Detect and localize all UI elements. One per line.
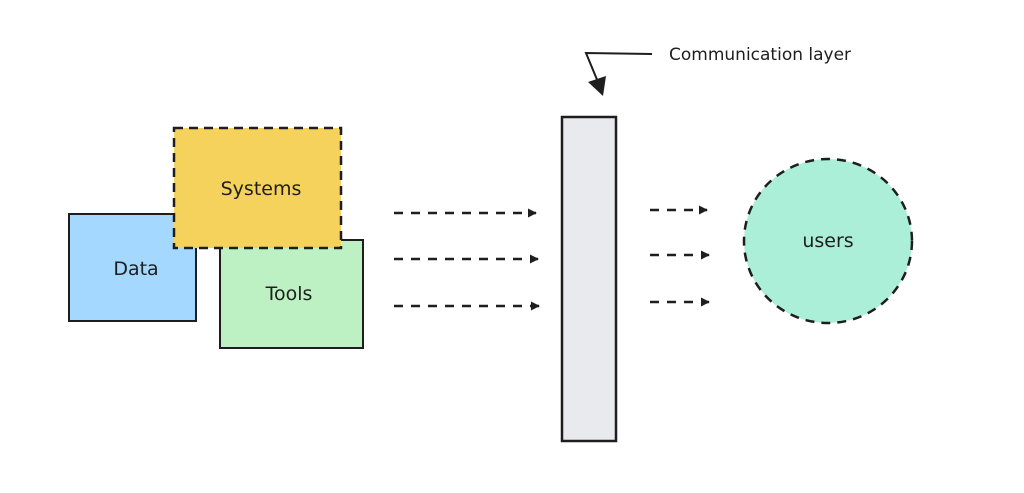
annotation-pointer: Communication layer [584,45,851,96]
tools-box [219,239,364,349]
users-label: users [802,230,853,252]
communication-layer-bar [560,115,618,443]
annotation-arrowhead-icon [588,76,606,96]
tools-node[interactable]: Tools [219,239,364,349]
communication-layer-node[interactable] [560,115,618,443]
data-label: Data [113,258,158,280]
source-arrows [394,208,540,311]
systems-node[interactable]: Systems [172,126,343,250]
tools-label: Tools [265,283,313,305]
systems-box [172,126,343,250]
users-node[interactable]: users [742,157,914,325]
systems-label: Systems [221,178,302,200]
user-arrows [650,205,710,307]
annotation-line [584,51,653,83]
annotation-label: Communication layer [669,45,851,65]
users-circle [742,157,914,325]
